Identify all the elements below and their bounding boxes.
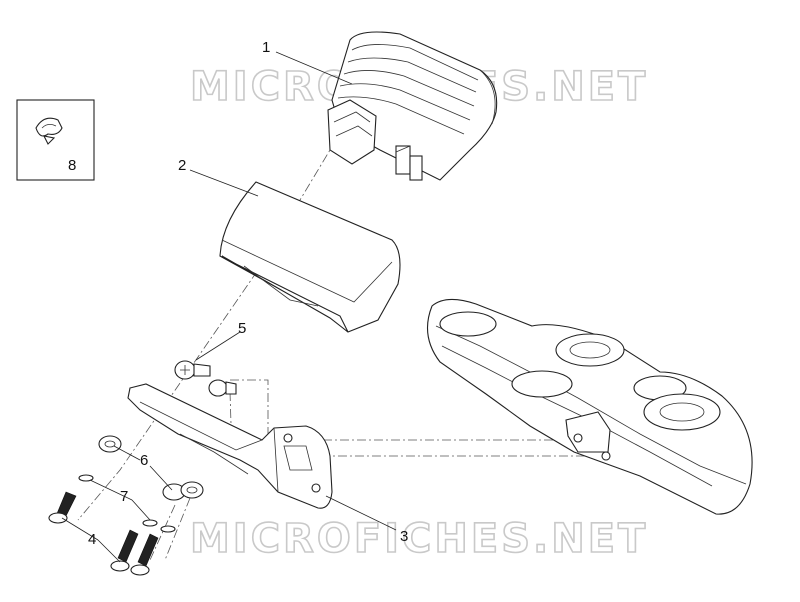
watermark-bottom: MICROFICHES.NET xyxy=(190,516,648,562)
callout-labels: 1 2 3 4 5 6 7 8 xyxy=(68,39,408,548)
callout-leader-lines xyxy=(61,51,397,563)
callout-5: 5 xyxy=(238,320,246,337)
upper-triple-clamp xyxy=(426,298,753,515)
rubber-grommet xyxy=(98,435,204,501)
instrument-cluster xyxy=(327,31,498,181)
callout-1: 1 xyxy=(262,39,270,56)
screw-m5 xyxy=(174,360,211,380)
screw-m5-second xyxy=(208,379,237,397)
washer xyxy=(78,474,176,533)
callout-3: 3 xyxy=(400,528,408,545)
callout-2: 2 xyxy=(178,157,186,174)
callout-8: 8 xyxy=(68,157,76,174)
callout-4: 4 xyxy=(88,531,96,548)
clip-part-box xyxy=(16,99,95,181)
instrument-cover xyxy=(219,181,401,333)
mounting-bracket xyxy=(127,383,333,509)
callout-7: 7 xyxy=(120,488,128,505)
long-screw xyxy=(48,491,159,576)
callout-6: 6 xyxy=(140,452,148,469)
